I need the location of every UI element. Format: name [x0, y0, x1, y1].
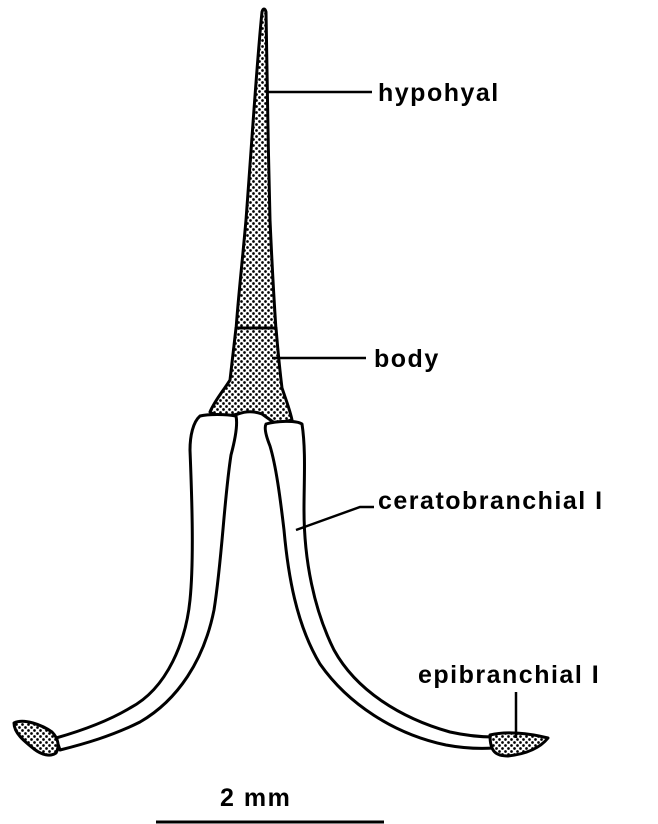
scale-bar: 2 mm [156, 784, 384, 822]
label-ceratobranchial: ceratobranchial I [378, 487, 604, 515]
body-bone [210, 328, 292, 424]
ceratobranchial-right [265, 421, 494, 748]
epibranchial-right [490, 733, 548, 756]
leader-line-ceratobranchial [296, 507, 374, 530]
label-body: body [374, 345, 440, 373]
hypohyal-bone [236, 9, 276, 330]
epibranchial-left [14, 721, 58, 755]
scale-bar-label: 2 mm [220, 784, 291, 812]
ceratobranchial-left [56, 415, 237, 751]
label-epibranchial: epibranchial I [418, 661, 600, 689]
label-hypohyal: hypohyal [378, 79, 500, 107]
